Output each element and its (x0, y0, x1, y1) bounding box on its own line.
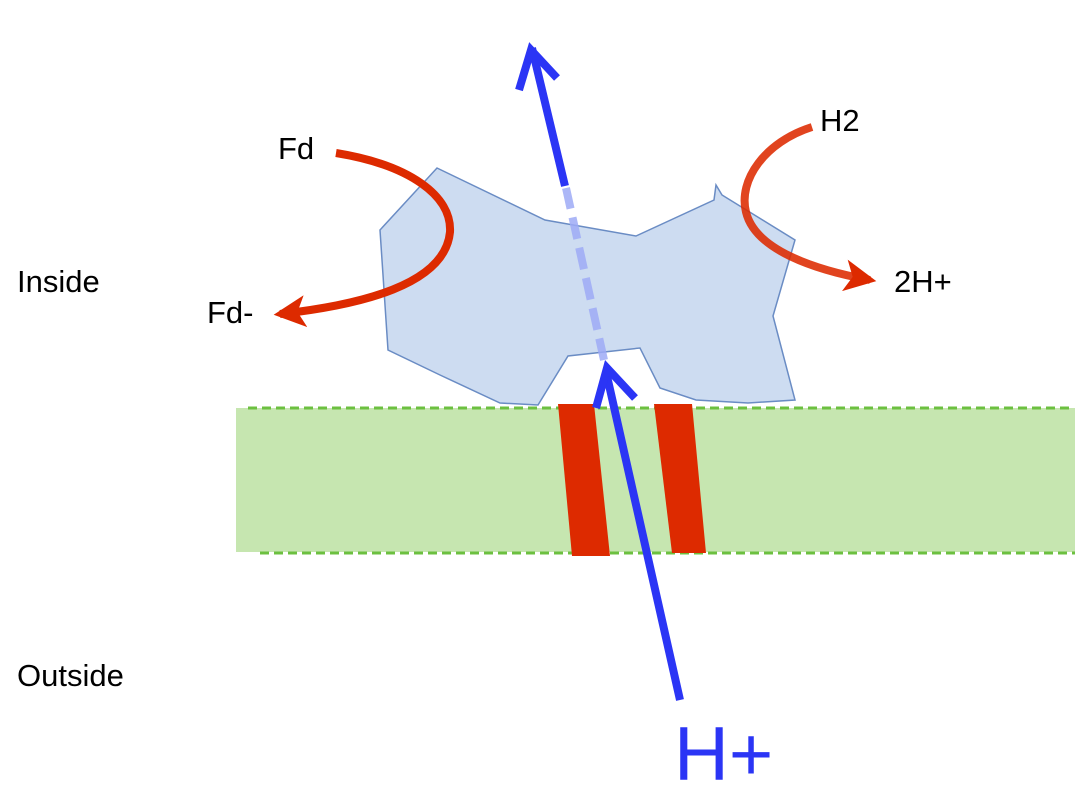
h2-label: H2 (820, 103, 860, 138)
proton-label: H+ (674, 712, 773, 797)
membrane (236, 408, 1075, 553)
membrane-band (236, 408, 1075, 552)
two-h-plus-label: 2H+ (894, 264, 952, 299)
fd-reduced-label: Fd- (207, 295, 254, 330)
fd-label: Fd (278, 131, 314, 166)
inside-label: Inside (17, 264, 100, 299)
outside-label: Outside (17, 658, 124, 693)
